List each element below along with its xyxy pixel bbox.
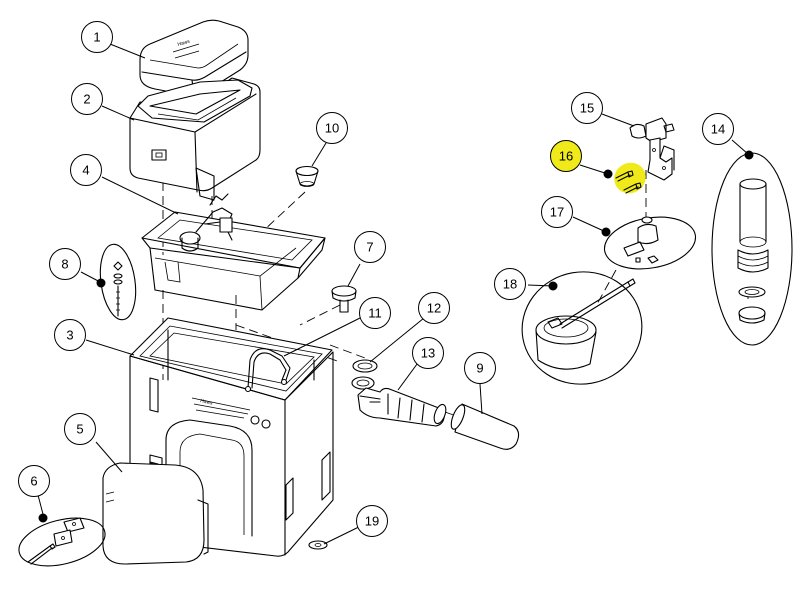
callout-12-circle <box>418 292 450 324</box>
callout-13-circle <box>412 337 444 369</box>
part-upper-housing <box>129 77 261 201</box>
callout-4: 4 <box>70 154 102 186</box>
callout-5-label: 5 <box>76 422 83 437</box>
callout-7: 7 <box>354 231 386 263</box>
callout-8-label: 8 <box>61 257 68 272</box>
part-tank <box>141 193 326 311</box>
callout-11-circle <box>359 297 391 329</box>
callout-7-label: 7 <box>366 240 373 255</box>
part-washer <box>308 540 328 550</box>
part-float-valve-detail <box>603 216 697 270</box>
callout-2: 2 <box>71 83 103 115</box>
callout-8-circle <box>49 248 81 280</box>
callout-9-label: 9 <box>476 361 483 376</box>
part-tube <box>450 403 520 450</box>
part-bracket-detail <box>18 517 106 567</box>
part-elbow-pipe <box>357 387 447 427</box>
callout-12: 12 <box>418 292 450 324</box>
callout-13-label: 13 <box>421 346 435 361</box>
cabinet-label-text: Haws <box>200 398 214 407</box>
callout-15-label: 15 <box>580 101 594 116</box>
callout-18: 18 <box>494 268 526 300</box>
callout-6-label: 6 <box>30 474 37 489</box>
callout-18-circle <box>494 268 526 300</box>
callout-3-circle <box>54 319 86 351</box>
callout-15-circle <box>571 92 603 124</box>
callout-9-circle <box>464 352 496 384</box>
callout-1-circle <box>81 21 113 53</box>
callout-18-label: 18 <box>503 277 517 292</box>
callout-2-label: 2 <box>83 92 90 107</box>
callout-6-circle <box>18 465 50 497</box>
callout-3-label: 3 <box>66 328 73 343</box>
callout-8: 8 <box>49 248 81 280</box>
callout-14-label: 14 <box>711 122 725 137</box>
callout-14-circle <box>702 113 734 145</box>
callout-19-label: 19 <box>365 514 379 529</box>
callout-17: 17 <box>541 196 573 228</box>
callout-4-circle <box>70 154 102 186</box>
callout-11-label: 11 <box>368 306 382 321</box>
callout-7-circle <box>354 231 386 263</box>
callout-1-label: 1 <box>93 30 100 45</box>
callout-15: 15 <box>571 92 603 124</box>
callout-19: 19 <box>356 505 388 537</box>
callout-17-circle <box>541 196 573 228</box>
part-float-detail <box>521 271 643 385</box>
callout-5: 5 <box>64 413 96 445</box>
callout-1: 1 <box>81 21 113 53</box>
callout-9: 9 <box>464 352 496 384</box>
callout-16: 16 <box>550 140 582 172</box>
callout-6: 6 <box>18 465 50 497</box>
callout-10-label: 10 <box>325 121 339 136</box>
part-door-panel <box>102 462 209 565</box>
lid-logo-text: Haws <box>177 39 191 48</box>
part-lid: Haws <box>139 19 249 97</box>
callout-16-label: 16 <box>559 149 573 164</box>
callout-19-circle <box>356 505 388 537</box>
part-bolt-detail <box>99 243 137 321</box>
part-screws <box>614 162 646 194</box>
part-cup <box>295 165 319 187</box>
part-rings <box>351 359 378 390</box>
screws-highlight <box>614 162 646 194</box>
callout-14: 14 <box>702 113 734 145</box>
callout-5-circle <box>64 413 96 445</box>
callout-11: 11 <box>359 297 391 329</box>
callout-3: 3 <box>54 319 86 351</box>
callout-12-label: 12 <box>427 301 441 316</box>
callout-10-circle <box>316 112 348 144</box>
callout-17-label: 17 <box>550 205 564 220</box>
callout-13: 13 <box>412 337 444 369</box>
callout-16-circle <box>550 140 582 172</box>
leader-dots <box>38 150 754 523</box>
part-pipe-assembly-detail <box>711 152 793 346</box>
part-drain-fitting <box>331 285 357 313</box>
callout-2-circle <box>71 83 103 115</box>
part-valve-bracket <box>629 117 675 181</box>
callout-10: 10 <box>316 112 348 144</box>
callout-4-label: 4 <box>82 163 89 178</box>
